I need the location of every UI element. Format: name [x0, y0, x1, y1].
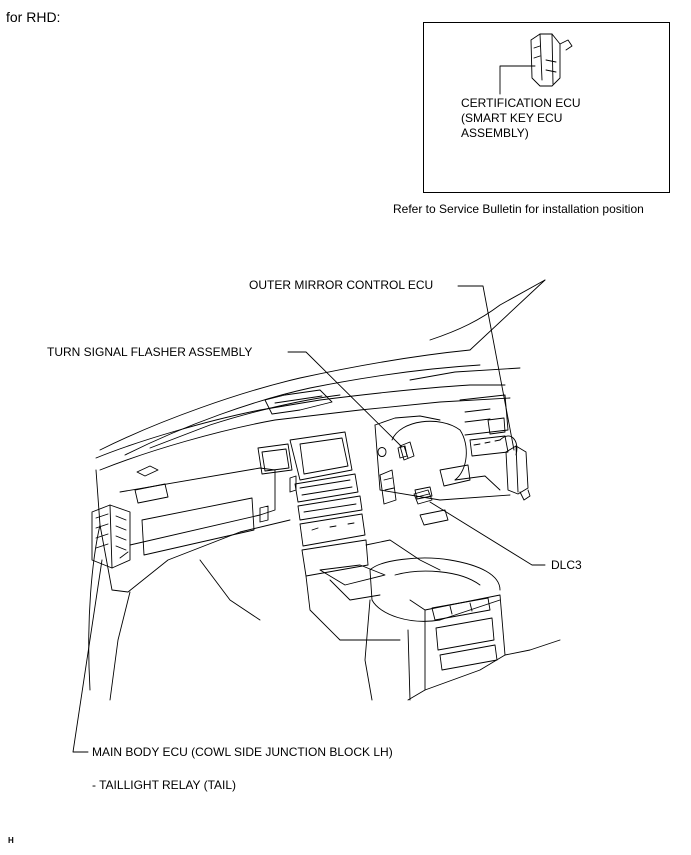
- outer-mirror-ecu-icon: [505, 445, 531, 501]
- windshield-outline: [99, 279, 546, 456]
- dashboard-outline: [95, 384, 518, 641]
- variant-label: for RHD:: [6, 9, 61, 25]
- main-body-leader-line: [72, 559, 103, 753]
- certification-ecu-icon: [530, 33, 573, 87]
- inset-leader-line: [499, 65, 536, 95]
- outer-mirror-ecu-label: OUTER MIRROR CONTROL ECU: [249, 278, 434, 292]
- dlc3-leader-line: [429, 501, 546, 566]
- figure-code: H: [8, 836, 14, 845]
- floor-outline: [88, 524, 561, 701]
- main-body-ecu-label: MAIN BODY ECU (COWL SIDE JUNCTION BLOCK …: [92, 745, 393, 759]
- turn-signal-flasher-icon: [399, 441, 415, 461]
- certification-ecu-label: CERTIFICATION ECU (SMART KEY ECU ASSEMBL…: [461, 96, 581, 140]
- main-body-ecu-icon: [91, 504, 131, 569]
- dlc3-connector-icon: [413, 489, 433, 505]
- taillight-relay-label: - TAILLIGHT RELAY (TAIL): [92, 778, 237, 792]
- outer-mirror-leader-line: [457, 285, 515, 451]
- center-console-outline: [369, 557, 506, 701]
- turn-signal-flasher-label: TURN SIGNAL FLASHER ASSEMBLY: [47, 345, 253, 359]
- inset-box: [423, 22, 670, 193]
- dlc3-label: DLC3: [551, 558, 582, 572]
- inset-note: Refer to Service Bulletin for installati…: [393, 202, 644, 216]
- turn-signal-leader-line: [287, 351, 403, 448]
